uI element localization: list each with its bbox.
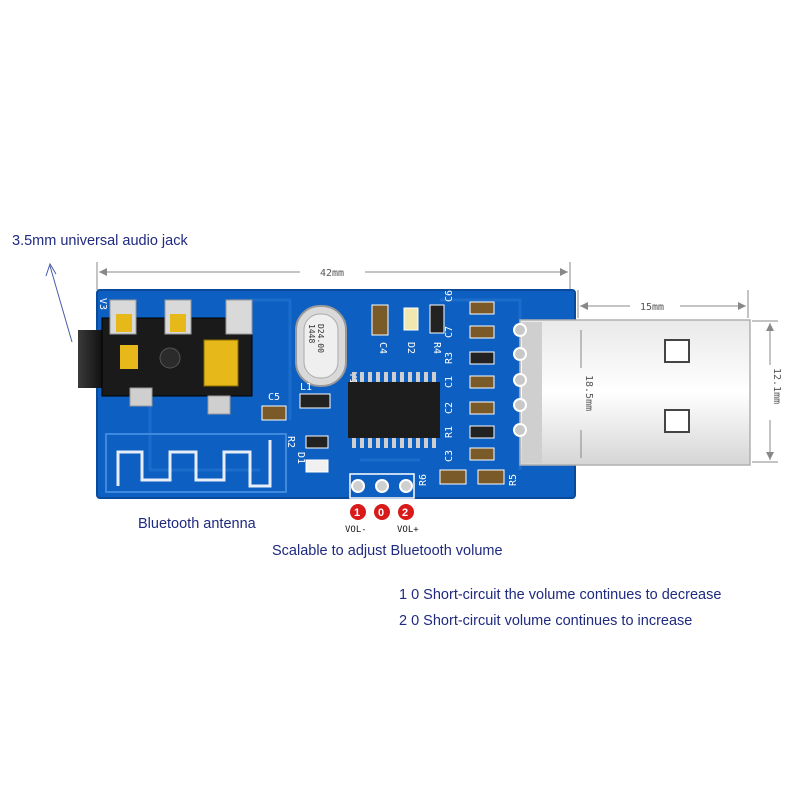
left-smd-components	[261, 393, 331, 473]
silk-c2: C2	[444, 402, 455, 414]
crystal-text-2: 1448	[307, 324, 316, 343]
note-decrease: 1 0 Short-circuit the volume continues t…	[399, 587, 722, 603]
crystal-text-1: D24.00	[316, 324, 325, 353]
usb-plug: 18.5mm	[519, 319, 751, 466]
silk-r2: R2	[285, 436, 296, 448]
audio-jack	[78, 299, 253, 415]
dimension-18-5mm-text: 18.5mm	[583, 375, 594, 411]
dimension-42mm: 42mm	[96, 262, 571, 290]
note-increase: 2 0 Short-circuit volume continues to in…	[399, 613, 693, 629]
audio-jack-label: 3.5mm universal audio jack	[12, 233, 188, 249]
silk-c4: C4	[377, 342, 388, 354]
silk-r3: R3	[444, 352, 455, 364]
pad-marker-2-text: 2	[402, 507, 408, 519]
silk-c7: C7	[444, 326, 455, 338]
pad-marker-0-text: 0	[378, 507, 384, 519]
silk-r5: R5	[508, 474, 519, 486]
usb-pins	[513, 323, 527, 437]
vol-plus-label: VOL+	[397, 525, 419, 535]
dimension-42mm-text: 42mm	[320, 268, 344, 279]
dimension-15mm-text: 15mm	[640, 302, 664, 313]
volume-pads	[349, 473, 415, 499]
silk-c6: C6	[444, 290, 455, 302]
bluetooth-antenna-trace	[105, 433, 287, 493]
pad-marker-1: 1	[350, 504, 366, 520]
dimension-15mm: 15mm	[577, 290, 749, 318]
bluetooth-antenna-label: Bluetooth antenna	[138, 516, 256, 532]
bottom-passives	[439, 469, 505, 485]
scalable-volume-label: Scalable to adjust Bluetooth volume	[272, 543, 503, 559]
pad-marker-1-text: 1	[354, 507, 360, 519]
silk-c5: C5	[268, 392, 280, 403]
right-passive-column	[469, 301, 495, 461]
silk-v3: V3	[97, 298, 108, 310]
silk-r4: R4	[431, 342, 442, 354]
silk-r6: R6	[418, 474, 429, 486]
ic-pins	[352, 372, 436, 448]
pad-marker-2: 2	[398, 504, 414, 520]
silk-d1: D1	[295, 452, 306, 464]
pad-marker-0: 0	[374, 504, 390, 520]
silk-c1: C1	[444, 376, 455, 388]
top-smd-components	[371, 304, 445, 336]
crystal-oscillator: D24.00 1448	[295, 305, 347, 387]
audio-jack-pointer-arrow	[45, 262, 73, 343]
silk-r1: R1	[444, 426, 455, 438]
silk-l1: L1	[300, 382, 312, 393]
silk-d2: D2	[405, 342, 416, 354]
silk-c3: C3	[444, 450, 455, 462]
vol-minus-label: VOL-	[345, 525, 367, 535]
dimension-12-1mm-text: 12.1mm	[771, 368, 782, 404]
main-ic-chip	[348, 372, 440, 448]
dimension-12-1mm: 12.1mm	[752, 320, 782, 463]
